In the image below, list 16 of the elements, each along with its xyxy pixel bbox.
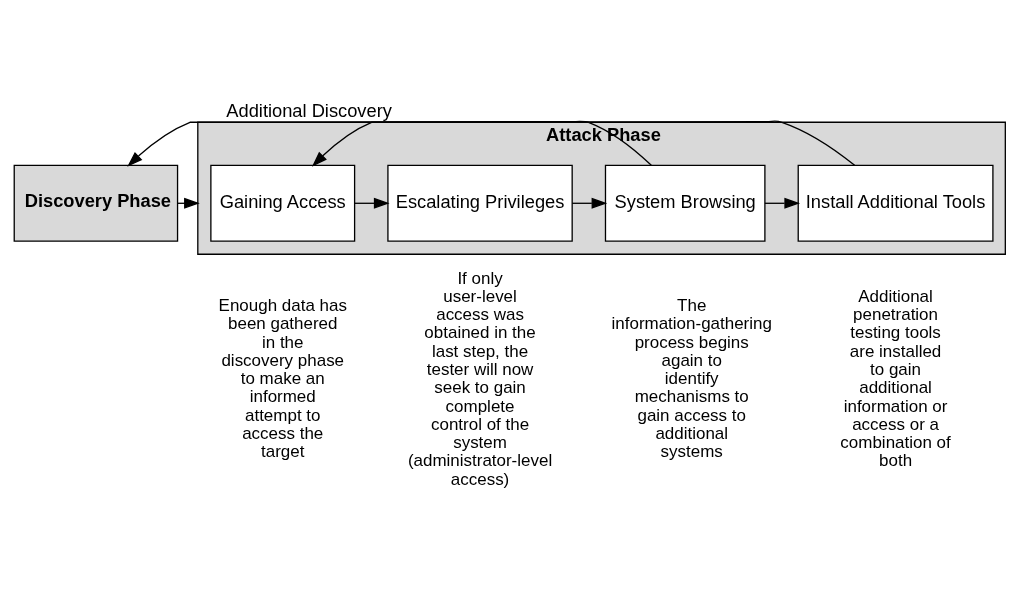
node-box: Escalating Privileges xyxy=(386,164,573,242)
node-box: Gaining Access xyxy=(209,164,355,242)
node-label: The information-gathering process begins again to identify mechanisms to gain access to additional systems xyxy=(611,295,772,461)
node-label: If only user-level access was obtained in the last step, the tester will now seek to gain complete control of the system (administrator-level access) xyxy=(407,268,552,489)
arrow xyxy=(126,120,652,167)
node-box: System Browsing xyxy=(604,164,766,242)
arrow xyxy=(176,197,200,209)
arrow xyxy=(353,197,390,209)
node-box: Install Additional Tools xyxy=(797,164,994,242)
arrow xyxy=(571,197,607,209)
arrow xyxy=(311,119,855,167)
node-label: Additional penetration testing tools are installed to gain additional information or access or a combination of both xyxy=(839,286,951,470)
edge-label: Additional Discovery xyxy=(225,99,392,121)
node-label: Enough data has been gathered in the discovery phase to make an informed attempt to access the target xyxy=(218,295,347,461)
node-box: Discovery Phase xyxy=(13,164,178,242)
arrow xyxy=(763,197,800,209)
